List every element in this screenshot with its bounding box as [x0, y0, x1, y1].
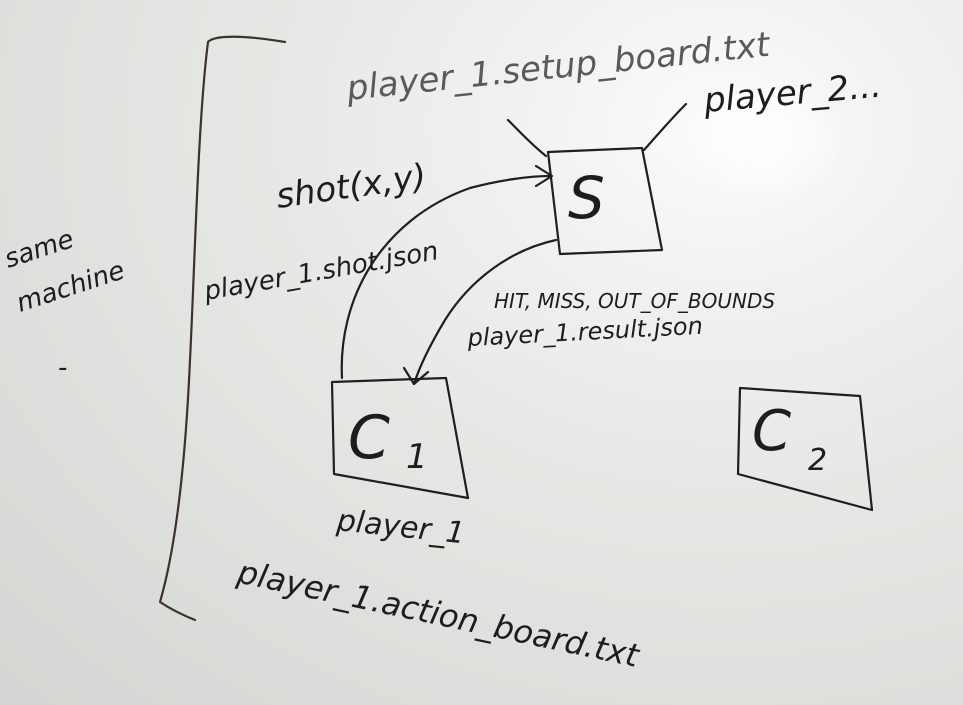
action-board-label: player_1.action_board.txt: [233, 552, 643, 675]
server-link-left: [506, 118, 548, 158]
client-1-label: C: [348, 403, 390, 473]
result-arrowhead: [402, 366, 430, 386]
dash-mark: -: [58, 353, 67, 383]
shot-arrow: [340, 174, 552, 380]
client-1-subscript: 1: [406, 437, 428, 477]
shot-arrowhead: [534, 164, 554, 188]
shot-json-label: player_1.shot.json: [201, 236, 441, 307]
result-json-label: player_1.result.json: [466, 312, 704, 352]
grouping-bracket: [158, 35, 287, 622]
light-glare: [690, 80, 840, 200]
shot-label: shot(x,y): [274, 156, 429, 217]
results-label: HIT, MISS, OUT_OF_BOUNDS: [494, 289, 775, 313]
client-2-subscript: 2: [808, 443, 827, 478]
result-arrow: [412, 238, 558, 386]
server-label: S: [568, 164, 605, 232]
client-2-box: [736, 386, 874, 512]
client-2-label: C: [752, 399, 791, 464]
client-1-box: [330, 376, 470, 500]
server-link-right: [642, 102, 688, 152]
player-1-label: player_1: [334, 503, 466, 551]
same-label: same: [1, 224, 78, 274]
server-box: [546, 146, 664, 256]
player-2-label: player_2...: [701, 66, 883, 121]
